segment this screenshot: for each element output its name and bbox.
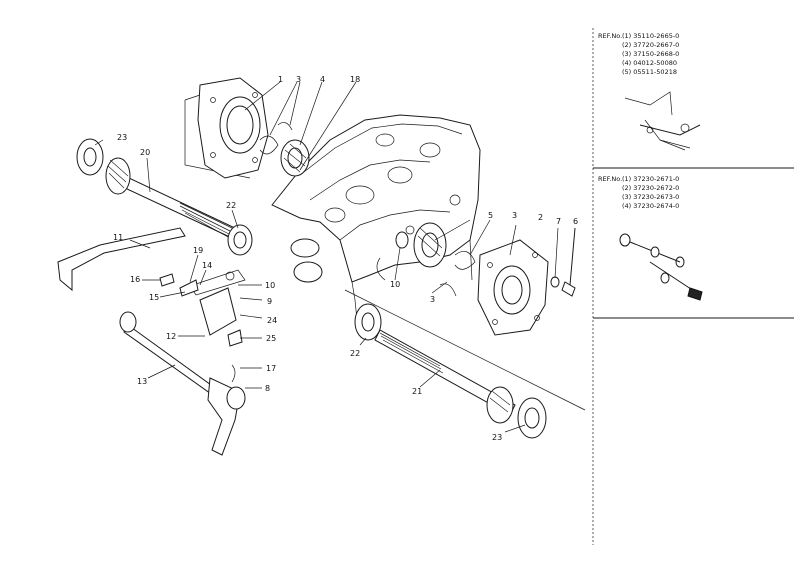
callout-22-upper: 22	[226, 201, 236, 210]
shift-arm-bracket-24	[189, 269, 246, 336]
shift-rod-11	[57, 227, 186, 292]
ref-box-1-line-4: (4) 04012-50080	[622, 59, 677, 67]
callout-3: 3	[296, 75, 301, 84]
callout-2: 2	[538, 213, 543, 222]
axis-line-lower	[344, 289, 586, 411]
flange-right	[477, 239, 549, 336]
shift-rod-13	[119, 311, 219, 397]
callout-9: 9	[267, 297, 272, 306]
washer-7	[550, 227, 560, 288]
callout-18: 18	[350, 75, 360, 84]
ref-box-1-sketch	[624, 91, 701, 151]
lower-shaft-21	[374, 329, 516, 424]
callout-23-upper: 23	[117, 133, 127, 142]
callout-11: 11	[113, 233, 123, 242]
callout-12: 12	[166, 332, 176, 341]
callout-10-right: 10	[390, 280, 400, 289]
ref-box-1: REF.No. (1) 35110-2665-0 (2) 37720-2667-…	[598, 32, 701, 151]
flange-left	[184, 77, 269, 179]
ref-box-2-line-4: (4) 37230-2674-0	[622, 202, 679, 210]
bearing-22-upper	[227, 224, 253, 256]
callout-6: 6	[573, 217, 578, 226]
callout-24: 24	[267, 316, 277, 325]
ref-box-2: REF.No. (1) 37230-2671-0 (2) 37230-2672-…	[598, 175, 703, 301]
upper-shaft-20	[105, 157, 236, 239]
bearing-23-upper	[76, 138, 104, 176]
small-parts-shift	[159, 273, 243, 383]
shims-right	[376, 250, 476, 297]
ref-box-1-label: REF.No.	[598, 32, 622, 40]
leader-lines	[94, 81, 526, 433]
callout-3-lower: 3	[430, 295, 435, 304]
bolt-6	[561, 227, 576, 297]
callout-15: 15	[149, 293, 159, 302]
bearing-23-lower	[517, 397, 547, 439]
oil-seal-4	[280, 139, 310, 177]
callout-21: 21	[412, 387, 422, 396]
callout-23-lower: 23	[492, 433, 502, 442]
callout-20: 20	[140, 148, 150, 157]
callout-numbers: 1 3 4 18 23 20 22 11 19 14 16 15 10 9 24…	[113, 75, 578, 442]
bearing-22-lower	[354, 303, 382, 341]
ref-box-1-line-5: (5) 05511-50218	[622, 68, 677, 76]
ref-box-1-line-1: (1) 35110-2665-0	[622, 32, 679, 40]
callout-4: 4	[320, 75, 325, 84]
callout-13: 13	[137, 377, 147, 386]
callout-17: 17	[266, 364, 276, 373]
shims-upper	[259, 122, 293, 155]
panel-dividers	[592, 28, 794, 545]
ref-box-2-line-2: (2) 37230-2672-0	[622, 184, 679, 192]
callout-16: 16	[130, 275, 140, 284]
ref-box-2-line-1: (1) 37230-2671-0	[622, 175, 679, 183]
callout-19: 19	[193, 246, 203, 255]
ref-box-2-label: REF.No.	[598, 175, 622, 183]
snap-rings	[290, 238, 323, 283]
callout-5: 5	[488, 211, 493, 220]
ref-box-2-sketch	[619, 233, 703, 301]
callout-10-left: 10	[265, 281, 275, 290]
callout-8: 8	[265, 384, 270, 393]
ref-box-2-line-3: (3) 37230-2673-0	[622, 193, 679, 201]
ref-box-1-line-3: (3) 37150-2668-0	[622, 50, 679, 58]
oil-seal-right	[395, 222, 447, 268]
callout-14: 14	[202, 261, 212, 270]
callout-25: 25	[266, 334, 276, 343]
callout-3-right: 3	[512, 211, 517, 220]
shift-fork-8	[207, 377, 246, 456]
callout-7: 7	[556, 217, 561, 226]
callout-22-lower: 22	[350, 349, 360, 358]
ref-box-1-line-2: (2) 37720-2667-0	[622, 41, 679, 49]
callout-1: 1	[278, 75, 283, 84]
